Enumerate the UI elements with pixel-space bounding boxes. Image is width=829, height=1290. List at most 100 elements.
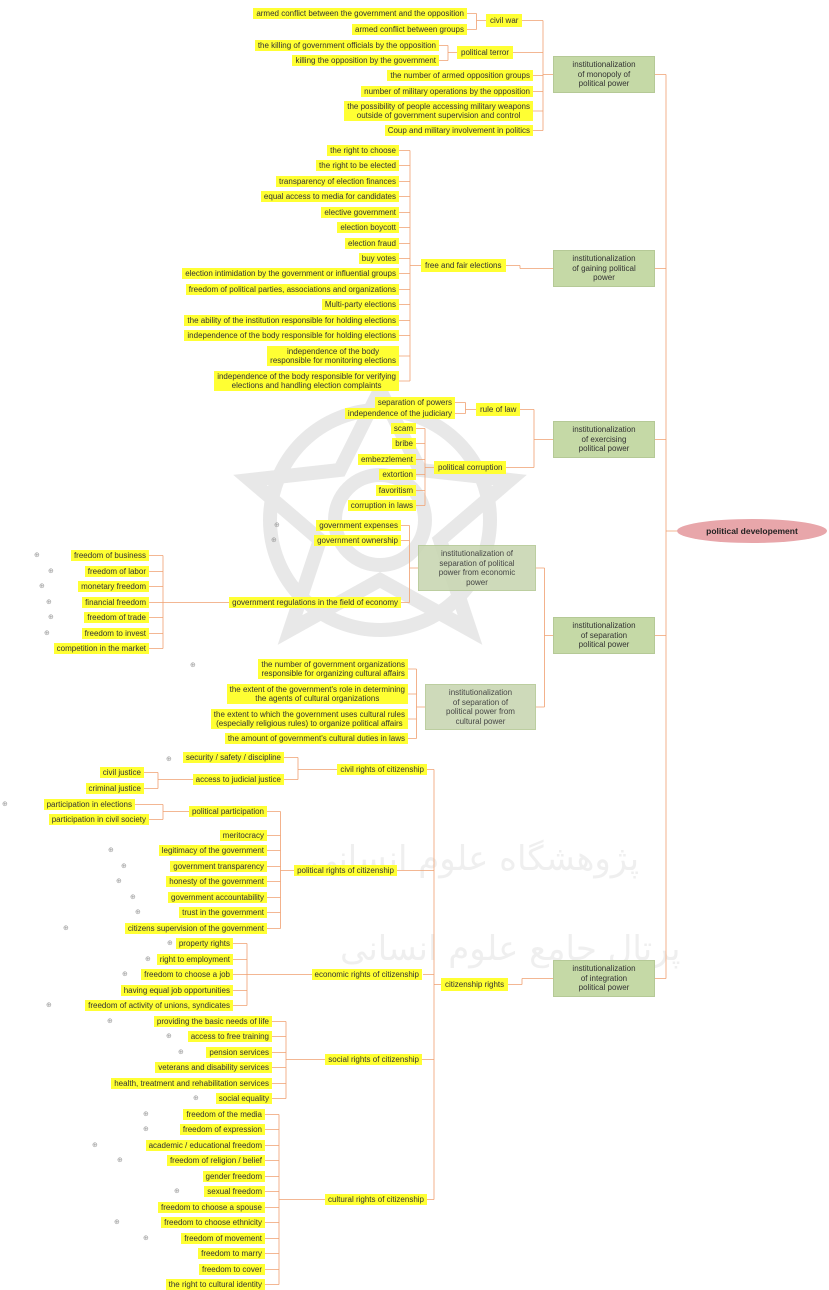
expand-marker-icon[interactable]: ⊕ — [135, 908, 141, 916]
leaf-criminal-justice[interactable]: criminal justice — [85, 783, 144, 795]
leaf-killing-officials[interactable]: the killing of government officials by t… — [254, 40, 439, 52]
category-exercising[interactable]: institutionalization of exercising polit… — [553, 421, 655, 458]
leaf-financial-freedom[interactable]: financial freedom — [82, 597, 149, 609]
leaf-government-expenses[interactable]: government expenses — [316, 520, 401, 532]
leaf-freedom-invest[interactable]: freedom to invest — [81, 628, 149, 640]
leaf-social-equality[interactable]: social equality — [215, 1093, 272, 1105]
leaf-competition-market[interactable]: competition in the market — [53, 643, 149, 655]
expand-marker-icon[interactable]: ⊕ — [143, 1110, 149, 1118]
category-integration[interactable]: institutionalization of integration poli… — [553, 960, 655, 997]
leaf-government-role-agents[interactable]: the extent of the government's role in d… — [226, 684, 408, 705]
political-corruption-node[interactable]: political corruption — [434, 461, 507, 475]
root-node[interactable]: political developement — [677, 519, 827, 543]
leaf-sexual-freedom[interactable]: sexual freedom — [204, 1186, 265, 1198]
leaf-independence-monitoring[interactable]: independence of the body responsible for… — [267, 346, 399, 367]
expand-marker-icon[interactable]: ⊕ — [39, 582, 45, 590]
leaf-military-operations[interactable]: number of military operations by the opp… — [361, 86, 533, 98]
leaf-right-to-choose[interactable]: the right to choose — [327, 145, 399, 157]
expand-marker-icon[interactable]: ⊕ — [108, 846, 114, 854]
expand-marker-icon[interactable]: ⊕ — [143, 1234, 149, 1242]
leaf-health[interactable]: health, treatment and rehabilitation ser… — [111, 1078, 272, 1090]
category-gaining[interactable]: institutionalization of gaining politica… — [553, 250, 655, 287]
leaf-choose-spouse[interactable]: freedom to choose a spouse — [158, 1202, 265, 1214]
leaf-transparency-finances[interactable]: transparency of election finances — [276, 176, 399, 188]
expand-marker-icon[interactable]: ⊕ — [114, 1218, 120, 1226]
expand-marker-icon[interactable]: ⊕ — [63, 924, 69, 932]
leaf-extortion[interactable]: extortion — [379, 469, 416, 481]
leaf-elective-government[interactable]: elective government — [321, 207, 399, 219]
leaf-veterans[interactable]: veterans and disability services — [155, 1062, 272, 1074]
expand-marker-icon[interactable]: ⊕ — [178, 1048, 184, 1056]
leaf-cultural-identity[interactable]: the right to cultural identity — [165, 1279, 265, 1290]
expand-marker-icon[interactable]: ⊕ — [145, 955, 151, 963]
leaf-freedom-labor[interactable]: freedom of labor — [84, 566, 149, 578]
leaf-freedom-media[interactable]: freedom of the media — [183, 1109, 265, 1121]
economic-rights-node[interactable]: economic rights of citizenship — [311, 969, 422, 981]
category-separation-economic[interactable]: institutionalization of separation of po… — [418, 545, 536, 592]
expand-marker-icon[interactable]: ⊕ — [92, 1141, 98, 1149]
access-judicial-node[interactable]: access to judicial justice — [192, 774, 284, 786]
leaf-equal-job[interactable]: having equal job opportunities — [120, 985, 233, 997]
leaf-trust[interactable]: trust in the government — [179, 907, 267, 919]
leaf-legitimacy[interactable]: legitimacy of the government — [158, 845, 267, 857]
expand-marker-icon[interactable]: ⊕ — [130, 893, 136, 901]
leaf-freedom-movement[interactable]: freedom of movement — [181, 1233, 265, 1245]
leaf-number-cultural-orgs[interactable]: the number of government organizations r… — [258, 659, 408, 680]
leaf-government-transparency[interactable]: government transparency — [170, 861, 267, 873]
leaf-buy-votes[interactable]: buy votes — [358, 253, 399, 265]
expand-marker-icon[interactable]: ⊕ — [274, 521, 280, 529]
leaf-right-employment[interactable]: right to employment — [156, 954, 233, 966]
expand-marker-icon[interactable]: ⊕ — [174, 1187, 180, 1195]
expand-marker-icon[interactable]: ⊕ — [121, 862, 127, 870]
leaf-religion-freedom[interactable]: freedom of religion / belief — [166, 1155, 265, 1167]
expand-marker-icon[interactable]: ⊕ — [167, 939, 173, 947]
leaf-armed-opposition-groups[interactable]: the number of armed opposition groups — [387, 70, 533, 82]
leaf-equal-media-access[interactable]: equal access to media for candidates — [260, 191, 399, 203]
expand-marker-icon[interactable]: ⊕ — [34, 551, 40, 559]
leaf-freedom-cover[interactable]: freedom to cover — [198, 1264, 265, 1276]
expand-marker-icon[interactable]: ⊕ — [166, 755, 172, 763]
expand-marker-icon[interactable]: ⊕ — [143, 1125, 149, 1133]
expand-marker-icon[interactable]: ⊕ — [190, 661, 196, 669]
government-regulations-node[interactable]: government regulations in the field of e… — [229, 597, 401, 609]
leaf-accountability[interactable]: government accountability — [168, 892, 267, 904]
leaf-coup[interactable]: Coup and military involvement in politic… — [384, 125, 533, 137]
political-rights-node[interactable]: political rights of citizenship — [294, 865, 397, 877]
expand-marker-icon[interactable]: ⊕ — [48, 613, 54, 621]
leaf-bribe[interactable]: bribe — [392, 438, 416, 450]
expand-marker-icon[interactable]: ⊕ — [116, 877, 122, 885]
political-participation-node[interactable]: political participation — [188, 806, 267, 818]
expand-marker-icon[interactable]: ⊕ — [46, 1001, 52, 1009]
leaf-gender-freedom[interactable]: gender freedom — [202, 1171, 265, 1183]
leaf-freedom-parties[interactable]: freedom of political parties, associatio… — [185, 284, 399, 296]
expand-marker-icon[interactable]: ⊕ — [107, 1017, 113, 1025]
leaf-institution-ability[interactable]: the ability of the institution responsib… — [184, 315, 399, 327]
expand-marker-icon[interactable]: ⊕ — [193, 1094, 199, 1102]
leaf-killing-opposition[interactable]: killing the opposition by the government — [292, 55, 439, 67]
leaf-honesty[interactable]: honesty of the government — [166, 876, 267, 888]
leaf-security[interactable]: security / safety / discipline — [182, 752, 284, 764]
citizenship-rights-node[interactable]: citizenship rights — [441, 978, 509, 992]
leaf-favoritism[interactable]: favoritism — [375, 485, 416, 497]
leaf-civil-justice[interactable]: civil justice — [99, 767, 144, 779]
leaf-freedom-expression[interactable]: freedom of expression — [179, 1124, 265, 1136]
leaf-scam[interactable]: scam — [390, 423, 416, 435]
leaf-election-intimidation[interactable]: election intimidation by the government … — [182, 268, 399, 280]
leaf-choose-ethnicity[interactable]: freedom to choose ethnicity — [161, 1217, 265, 1229]
leaf-freedom-marry[interactable]: freedom to marry — [198, 1248, 265, 1260]
leaf-embezzlement[interactable]: embezzlement — [357, 454, 416, 466]
rule-of-law-node[interactable]: rule of law — [476, 403, 521, 417]
leaf-basic-needs[interactable]: providing the basic needs of life — [153, 1016, 272, 1028]
leaf-election-fraud[interactable]: election fraud — [344, 238, 399, 250]
leaf-academic-freedom[interactable]: academic / educational freedom — [145, 1140, 265, 1152]
leaf-armed-conflict-gov[interactable]: armed conflict between the government an… — [253, 8, 467, 20]
category-monopoly[interactable]: institutionalization of monopoly of poli… — [553, 56, 655, 93]
expand-marker-icon[interactable]: ⊕ — [166, 1032, 172, 1040]
leaf-armed-conflict-groups[interactable]: armed conflict between groups — [352, 24, 467, 36]
civil-rights-node[interactable]: civil rights of citizenship — [337, 764, 427, 776]
leaf-choose-job[interactable]: freedom to choose a job — [141, 969, 233, 981]
leaf-access-weapons[interactable]: the possibility of people accessing mili… — [344, 101, 533, 122]
leaf-participation-civil-society[interactable]: participation in civil society — [48, 814, 149, 826]
leaf-freedom-business[interactable]: freedom of business — [70, 550, 149, 562]
expand-marker-icon[interactable]: ⊕ — [271, 536, 277, 544]
